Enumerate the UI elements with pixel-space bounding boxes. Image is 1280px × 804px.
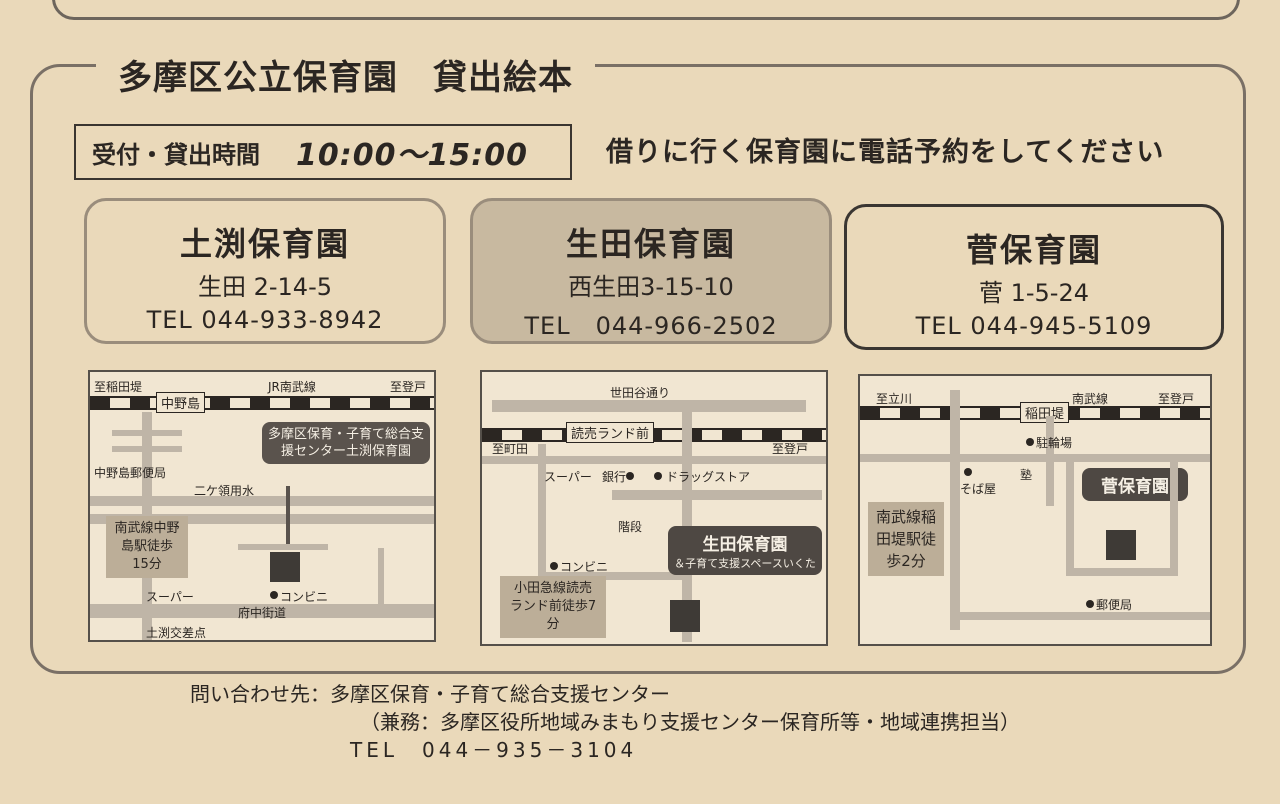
station-walk-label: 小田急線読売ランド前徒歩7分 xyxy=(500,576,606,638)
nursery-marker xyxy=(1106,530,1136,560)
nursery-name: 菅保育園 xyxy=(965,231,1102,269)
station-label: 稲田堤 xyxy=(1020,402,1070,423)
map-suge: 至立川 南武線 至登戸 稲田堤 駐輪場 そば屋 塾 菅保育園 南武線稲田堤駅徒歩… xyxy=(858,374,1212,646)
page-title: 多摩区公立保育園 貸出絵本 xyxy=(96,50,595,99)
contact-line-2: （兼務：多摩区役所地域みまもり支援センター保育所等・地域連携担当） xyxy=(360,710,1020,734)
map-label: ドラッグストア xyxy=(666,470,751,484)
nursery-card-ikuta: 生田保育園 西生田3-15-10 TEL 044-966-2502 xyxy=(470,198,832,344)
callout-sub: ＆子育て支援スペースいくた xyxy=(674,557,816,570)
road xyxy=(112,430,182,436)
nursery-tel: TEL 044-945-5109 xyxy=(915,312,1153,340)
road xyxy=(950,390,960,630)
station-walk-label: 南武線中野島駅徒歩15分 xyxy=(106,516,188,578)
station-label: 読売ランド前 xyxy=(566,422,655,443)
map-label: スーパー xyxy=(146,590,194,604)
map-label: 南武線 xyxy=(1072,392,1109,406)
map-label: 至登戸 xyxy=(1158,392,1195,406)
nursery-card-tsuchibuchi: 土渕保育園 生田 2-14-5 TEL 044-933-8942 xyxy=(84,198,446,344)
road xyxy=(482,456,826,464)
map-label: スーパー xyxy=(544,470,592,484)
main-section-frame xyxy=(30,64,1246,674)
callout-name: 生田保育園 xyxy=(702,535,788,555)
nursery-marker xyxy=(670,600,700,632)
road xyxy=(1170,462,1178,576)
canal xyxy=(90,496,434,506)
konbini-marker xyxy=(270,591,278,599)
map-ikuta: 世田谷通り 読売ランド前 至町田 至登戸 スーパー 銀行 ドラッグストア 階段 … xyxy=(480,370,828,646)
top-section-frame xyxy=(52,0,1240,20)
railway-line xyxy=(90,396,434,410)
nursery-tel: TEL 044-966-2502 xyxy=(524,312,778,340)
bank-marker xyxy=(626,472,634,480)
map-label: コンビニ xyxy=(560,560,609,574)
station-label: 中野島 xyxy=(156,392,206,413)
nursery-address: 菅 1-5-24 xyxy=(978,279,1090,307)
map-label: 銀行 xyxy=(602,470,627,484)
soba-marker xyxy=(964,468,972,476)
map-label: そば屋 xyxy=(960,482,997,496)
contact-tel: TEL 044－935－3104 xyxy=(350,738,638,762)
contact-info: 問い合わせ先：多摩区保育・子育て総合支援センター （兼務：多摩区役所地域みまもり… xyxy=(190,680,1020,764)
map-label: 塾 xyxy=(1020,468,1033,482)
road-label: 府中街道 xyxy=(238,606,287,620)
map-label: 二ケ領用水 xyxy=(194,484,255,498)
map-label: 中野島郵便局 xyxy=(94,466,167,480)
road xyxy=(238,544,328,550)
road xyxy=(378,548,384,610)
nursery-card-suge: 菅保育園 菅 1-5-24 TEL 044-945-5109 xyxy=(844,204,1224,350)
map-label: 郵便局 xyxy=(1096,598,1133,612)
callout-pointer xyxy=(286,486,290,546)
map-label: 至登戸 xyxy=(772,442,809,456)
road xyxy=(1066,568,1178,576)
road xyxy=(1066,460,1074,572)
road xyxy=(538,572,688,580)
road xyxy=(860,454,1210,462)
nursery-name: 生田保育園 xyxy=(565,225,736,263)
map-callout: 生田保育園 ＆子育て支援スペースいくた xyxy=(668,526,822,575)
hours-label: 受付・貸出時間 xyxy=(92,140,260,169)
nursery-address: 西生田3-15-10 xyxy=(568,273,734,301)
road xyxy=(538,444,546,604)
road-label: 世田谷通り xyxy=(610,386,671,400)
drugstore-marker xyxy=(654,472,662,480)
nursery-tel: TEL 044-933-8942 xyxy=(146,306,384,334)
map-label: 階段 xyxy=(618,520,643,534)
konbini-marker xyxy=(550,562,558,570)
post-office-marker xyxy=(1086,600,1094,608)
road xyxy=(112,446,182,452)
map-label: コンビニ xyxy=(280,590,329,604)
map-tsuchibuchi: 至稲田堤 JR南武線 至登戸 中野島 中野島郵便局 二ケ領用水 多摩区保育・子育… xyxy=(88,370,436,642)
map-label: 至立川 xyxy=(876,392,913,406)
reservation-notice: 借りに行く保育園に電話予約をしてください xyxy=(606,137,1165,168)
hours-time: 10:00〜15:00 xyxy=(296,138,528,173)
map-label: 至稲田堤 xyxy=(94,380,143,394)
road xyxy=(90,514,434,524)
nursery-marker xyxy=(270,552,300,582)
road xyxy=(612,490,822,500)
map-label: 土渕交差点 xyxy=(146,626,207,640)
map-callout: 多摩区保育・子育て総合支援センター土渕保育園 xyxy=(262,422,430,464)
map-label: 至登戸 xyxy=(390,380,427,394)
road xyxy=(492,400,806,412)
map-label: JR南武線 xyxy=(268,380,316,394)
road xyxy=(950,612,1210,620)
contact-line-1: 問い合わせ先：多摩区保育・子育て総合支援センター xyxy=(190,682,670,706)
map-label: 至町田 xyxy=(492,442,529,456)
station-walk-label: 南武線稲田堤駅徒歩2分 xyxy=(868,502,944,576)
nursery-address: 生田 2-14-5 xyxy=(197,273,333,301)
parking-marker xyxy=(1026,438,1034,446)
hours-box: 受付・貸出時間 10:00〜15:00 xyxy=(74,124,572,180)
nursery-name: 土渕保育園 xyxy=(179,225,350,263)
main-road xyxy=(90,604,434,618)
map-label: 駐輪場 xyxy=(1036,436,1073,450)
